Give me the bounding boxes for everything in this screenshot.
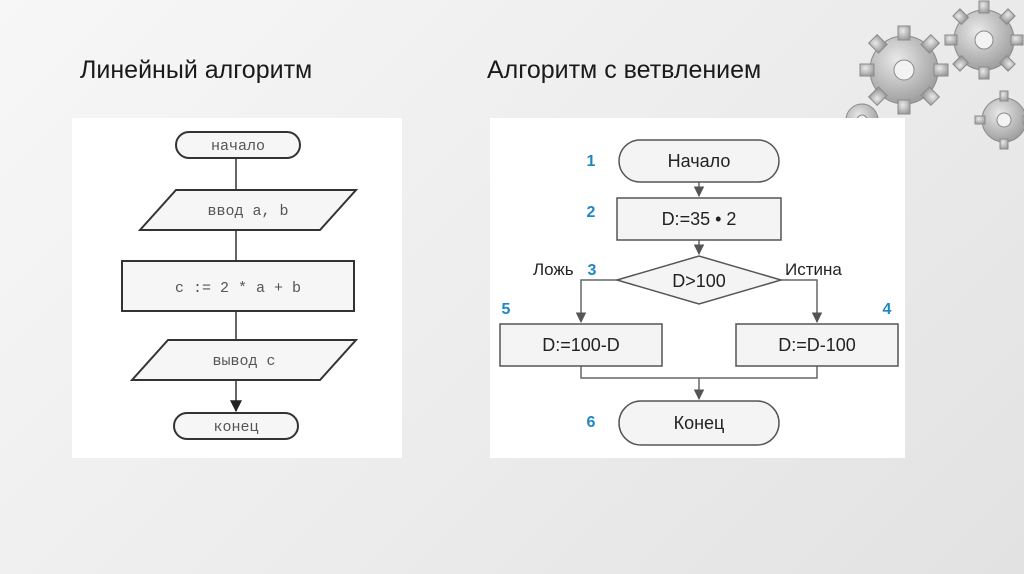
true-label: Истина bbox=[785, 260, 842, 279]
assign-box bbox=[616, 197, 782, 241]
linear-flowchart: начало ввод a, b c := 2 * a + b вывод c … bbox=[121, 131, 359, 440]
true-branch-arrow bbox=[781, 279, 823, 324]
step-number-5: 5 bbox=[502, 301, 511, 318]
branching-flowchart: Начало 1 D:=35 • 2 2 D>100 3 Ложь Истина… bbox=[499, 139, 899, 446]
merge-line bbox=[580, 366, 818, 379]
input-parallelogram bbox=[137, 189, 359, 231]
title-linear-algorithm: Линейный алгоритм bbox=[80, 56, 313, 84]
end-label: конец bbox=[213, 419, 258, 436]
true-action-label: D:=D-100 bbox=[778, 335, 856, 355]
step-number-6: 6 bbox=[587, 414, 596, 431]
branching-flowchart-panel: Начало 1 D:=35 • 2 2 D>100 3 Ложь Истина… bbox=[490, 118, 905, 458]
condition-label: D>100 bbox=[672, 271, 726, 291]
false-action-box bbox=[499, 323, 663, 367]
input-label: ввод a, b bbox=[207, 203, 288, 220]
step-number-3: 3 bbox=[588, 262, 597, 279]
end-terminal bbox=[618, 400, 780, 446]
start-terminal bbox=[618, 139, 780, 183]
end-label: Конец bbox=[674, 413, 725, 433]
gears-icon bbox=[845, 0, 1024, 150]
false-branch-arrow bbox=[575, 279, 617, 324]
start-label: Начало bbox=[668, 151, 731, 171]
false-action-label: D:=100-D bbox=[542, 335, 620, 355]
true-action-box bbox=[735, 323, 899, 367]
output-parallelogram bbox=[129, 339, 359, 381]
step-number-1: 1 bbox=[587, 153, 596, 170]
false-label: Ложь bbox=[533, 260, 574, 279]
output-label: вывод c bbox=[212, 353, 275, 370]
step-number-2: 2 bbox=[587, 204, 596, 221]
condition-diamond bbox=[614, 255, 784, 305]
assign-label: D:=35 • 2 bbox=[662, 209, 737, 229]
process-box bbox=[121, 260, 355, 312]
linear-flowchart-panel: начало ввод a, b c := 2 * a + b вывод c … bbox=[72, 118, 402, 458]
title-branching-algorithm: Алгоритм с ветвлением bbox=[487, 56, 762, 84]
end-terminal bbox=[173, 412, 299, 440]
step-number-4: 4 bbox=[883, 301, 892, 318]
process-label: c := 2 * a + b bbox=[175, 280, 301, 297]
start-terminal bbox=[175, 131, 301, 159]
start-label: начало bbox=[211, 138, 265, 155]
